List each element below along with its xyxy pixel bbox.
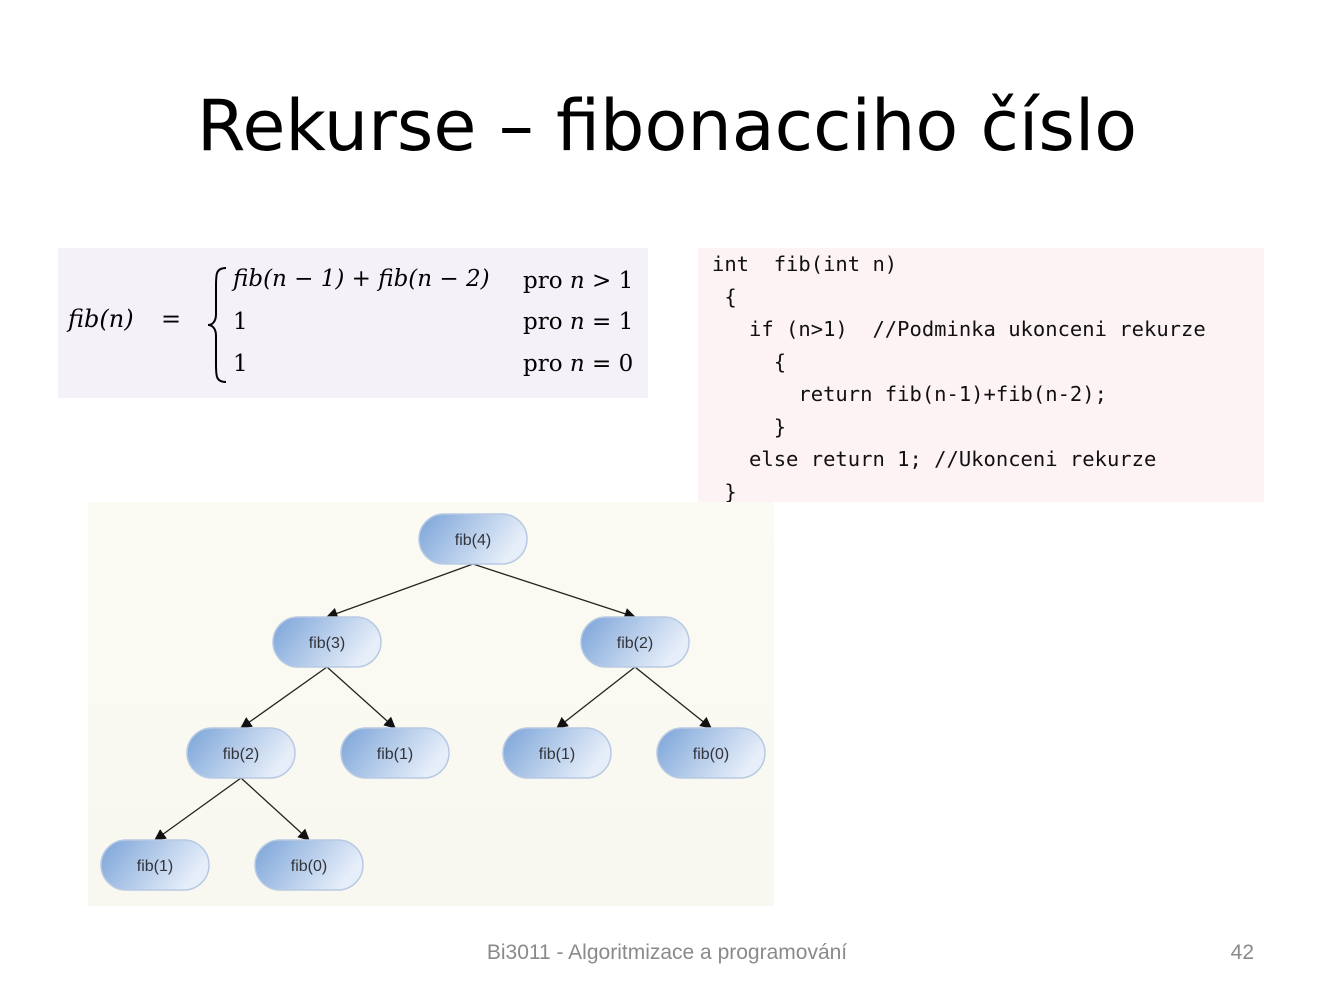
footer-course: Bi3011 - Algoritmizace a programování xyxy=(486,941,848,964)
case-1-condition: pro n > 1 xyxy=(523,268,634,294)
code-line: } xyxy=(712,479,737,503)
tree-node-n4: fib(1) xyxy=(340,727,450,779)
case-1-expression: fib(n − 1) + fib(n − 2) xyxy=(233,266,490,292)
recursion-tree: fib(4) fib(3) fib(2) fib(2) fib(1) fib(1) fib(… xyxy=(88,502,774,906)
code-listing: int fib(int n) { if (n>1) //Podminka uko… xyxy=(698,248,1264,502)
tree-edge-n0-n1 xyxy=(325,563,474,619)
slide-title: Rekurse – fibonacciho číslo xyxy=(196,85,1138,167)
tree-node-label: fib(1) xyxy=(137,858,173,875)
tree-node-shape xyxy=(580,616,690,668)
tree-node-shape xyxy=(254,839,364,891)
tree-node-shape xyxy=(186,727,296,779)
case-3-expression: 1 xyxy=(233,351,248,377)
tree-node-label: fib(0) xyxy=(693,746,729,763)
tree-node-n7: fib(1) xyxy=(100,839,210,891)
tree-node-n1: fib(3) xyxy=(272,616,382,668)
page-number: 42 xyxy=(1230,941,1254,964)
code-block: int fib(int n) { if (n>1) //Podminka uko… xyxy=(698,248,1264,502)
case-2-expression: 1 xyxy=(233,309,248,335)
tree-edge-n1-n4 xyxy=(326,666,396,729)
case-3-condition: pro n = 0 xyxy=(523,351,634,377)
code-line: else return 1; //Ukonceni rekurze xyxy=(712,447,1157,471)
tree-node-n5: fib(1) xyxy=(502,727,612,779)
tree-edge-n0-n2 xyxy=(472,563,637,620)
code-line: { xyxy=(712,349,787,374)
tree-node-label: fib(2) xyxy=(617,635,653,652)
fibonacci-formula: fib(n) = fib(n − 1) + fib(n − 2) pro n >… xyxy=(58,248,648,398)
tree-node-label: fib(0) xyxy=(291,858,327,875)
tree-node-label: fib(3) xyxy=(309,635,345,652)
tree-edge-n3-n7 xyxy=(154,777,242,841)
tree-node-label: fib(4) xyxy=(455,532,491,549)
tree-node-shape xyxy=(418,513,528,565)
formula-equals: = xyxy=(161,305,182,333)
tree-node-n8: fib(0) xyxy=(254,839,364,891)
tree-edge-n2-n5 xyxy=(556,666,636,729)
code-line: if (n>1) //Podminka ukonceni rekurze xyxy=(712,317,1206,341)
tree-node-shape xyxy=(100,839,210,891)
tree-edge-n2-n6 xyxy=(634,666,712,729)
tree-edge-n3-n8 xyxy=(240,777,310,841)
code-line: { xyxy=(712,284,737,309)
tree-node-shape xyxy=(272,616,382,668)
tree-node-n2: fib(2) xyxy=(580,616,690,668)
tree-node-shape xyxy=(656,727,766,779)
tree-node-shape xyxy=(502,727,612,779)
tree-node-label: fib(1) xyxy=(539,746,575,763)
tree-node-label: fib(1) xyxy=(377,746,413,763)
tree-node-n3: fib(2) xyxy=(186,727,296,779)
code-line: } xyxy=(712,414,787,439)
recursion-tree-svg: fib(4) fib(3) fib(2) fib(2) fib(1) fib(1) fib(… xyxy=(100,513,766,891)
tree-node-label: fib(2) xyxy=(223,746,259,763)
tree-node-n0: fib(4) xyxy=(418,513,528,565)
formula-lhs: fib(n) xyxy=(68,305,134,333)
code-line: int fib(int n) xyxy=(712,252,898,276)
curly-brace-icon xyxy=(207,267,227,383)
tree-node-n6: fib(0) xyxy=(656,727,766,779)
code-line: return fib(n-1)+fib(n-2); xyxy=(712,382,1107,406)
tree-edge-n1-n3 xyxy=(240,666,328,729)
tree-node-shape xyxy=(340,727,450,779)
case-2-condition: pro n = 1 xyxy=(523,309,634,335)
